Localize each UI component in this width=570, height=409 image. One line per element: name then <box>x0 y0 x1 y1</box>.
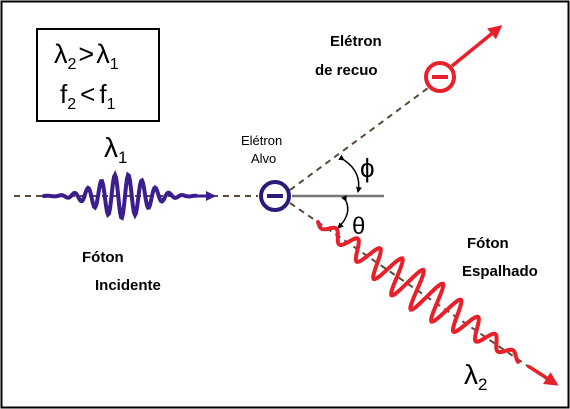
scattered-photon-arrow <box>527 364 559 386</box>
scattered-photon-label-line2: Espalhado <box>462 263 538 280</box>
scattered-path-dashed <box>289 202 549 381</box>
scattered-wavelength-label: λ2 <box>464 359 487 394</box>
theta-symbol: θ <box>352 213 365 240</box>
incident-photon-label-line2: Incidente <box>95 277 161 294</box>
incident-wavelength-label: λ1 <box>104 132 127 167</box>
scattered-photon-label-line1: Fóton <box>467 235 509 252</box>
recoil-electron-arrow <box>450 25 503 68</box>
theta-angle-arc <box>337 195 349 229</box>
phi-symbol: ϕ <box>360 153 375 183</box>
incident-photon-label-line1: Fóton <box>82 249 124 266</box>
svg-text:f2<f1: f2<f1 <box>60 79 116 113</box>
svg-text:λ2>λ1: λ2>λ1 <box>54 39 119 73</box>
recoil-electron-label-line2: de recuo <box>315 62 378 79</box>
relation-box <box>36 28 160 122</box>
incident-photon-wave <box>42 169 198 221</box>
target-electron-label-line2: Alvo <box>251 151 276 166</box>
scattered-photon-wave <box>316 220 520 364</box>
target-electron <box>259 180 291 212</box>
recoil-electron-label-line1: Elétron <box>330 33 382 50</box>
frequency-relation: f2<f1 <box>60 79 116 113</box>
phi-angle-arc <box>338 154 362 193</box>
target-electron-label-line1: Elétron <box>241 133 282 148</box>
recoil-electron <box>424 61 456 93</box>
recoil-path-dashed <box>289 87 429 191</box>
wavelength-relation: λ2>λ1 <box>54 39 119 73</box>
